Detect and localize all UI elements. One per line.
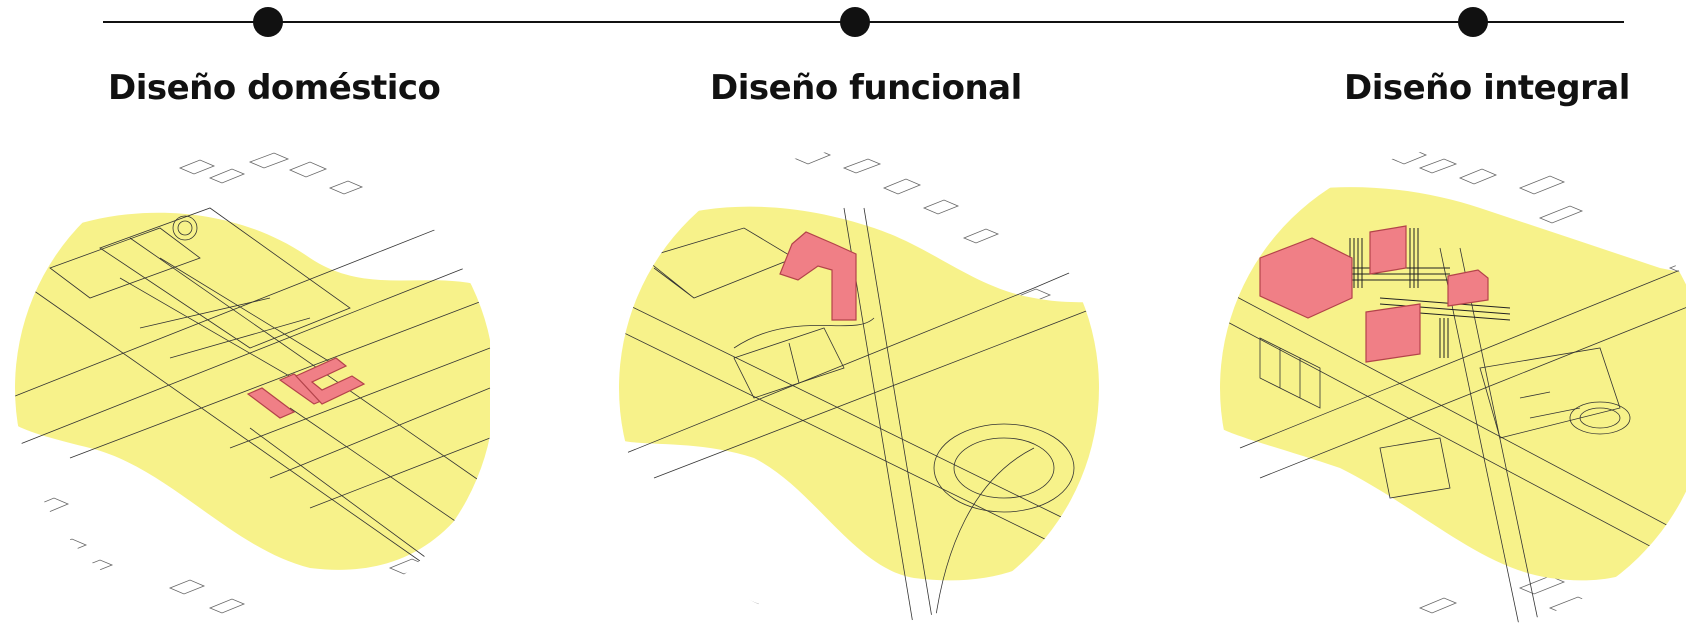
axonometric-map-funcional bbox=[619, 150, 1099, 626]
axonometric-map-integral bbox=[1220, 148, 1686, 628]
timeline-node-integral bbox=[1458, 7, 1488, 37]
axonometric-map-domestico bbox=[15, 152, 491, 614]
map-panel-integral bbox=[1220, 148, 1686, 630]
red-buildings bbox=[779, 231, 857, 321]
timeline bbox=[103, 7, 1624, 37]
map-panel-domestico bbox=[10, 148, 500, 630]
red-buildings bbox=[1259, 225, 1489, 363]
highlight-area bbox=[15, 212, 490, 570]
timeline-node-funcional bbox=[840, 7, 870, 37]
map-panel-funcional bbox=[614, 148, 1104, 630]
stage-title-domestico: Diseño doméstico bbox=[108, 68, 441, 108]
stage-title-funcional: Diseño funcional bbox=[710, 68, 1022, 108]
street-lines bbox=[15, 207, 491, 569]
highlight-area bbox=[619, 206, 1099, 581]
street-lines bbox=[619, 207, 1099, 626]
stage-title-integral: Diseño integral bbox=[1344, 68, 1630, 108]
red-buildings bbox=[246, 357, 366, 419]
timeline-node-domestico bbox=[253, 7, 283, 37]
